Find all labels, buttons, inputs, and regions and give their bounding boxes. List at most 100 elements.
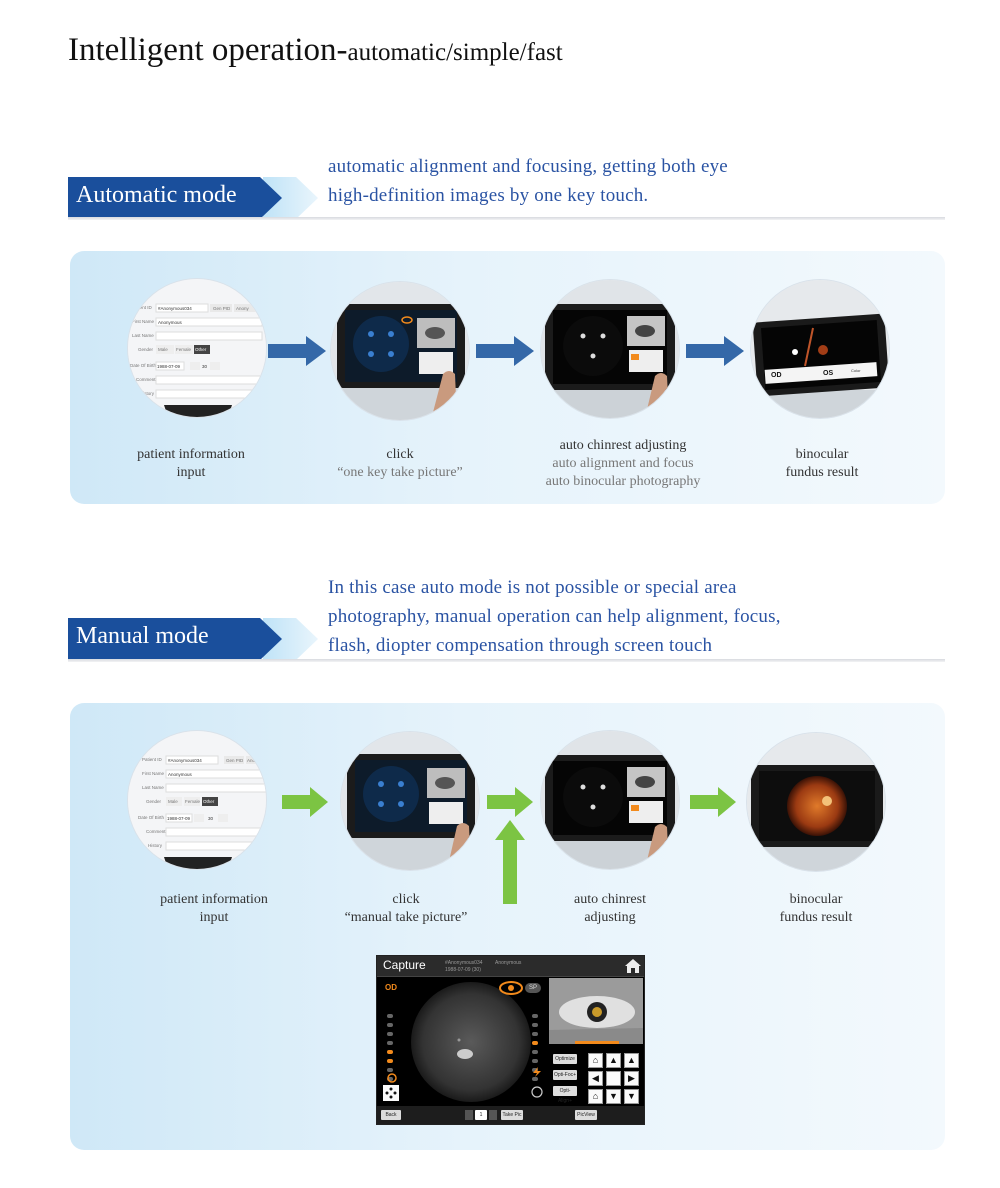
form-value: 1988-07-09: [167, 816, 191, 821]
page-prev-button[interactable]: [465, 1110, 473, 1120]
caption-line: click: [386, 447, 414, 462]
form-label: First Name: [132, 319, 154, 324]
auto-adjust-photo: [541, 731, 679, 869]
home-icon[interactable]: [625, 958, 641, 974]
form-value: #Anonymous034: [158, 306, 192, 311]
manual-mode-description: In this case auto mode is not possible o…: [328, 573, 781, 660]
down-arrow-button[interactable]: ▼: [606, 1089, 621, 1104]
pic-view-button[interactable]: PicView: [575, 1110, 597, 1120]
anony-button[interactable]: Anony: [247, 758, 261, 763]
automatic-mode-banner: Automatic mode: [68, 177, 318, 219]
patient-form-photo: Patient ID #Anonymous034 Gen PID Anony F…: [128, 731, 266, 869]
color-label: Color: [851, 368, 861, 373]
desc-line: In this case auto mode is not possible o…: [328, 577, 737, 598]
down-arrow-button[interactable]: ▼: [624, 1089, 639, 1104]
arrow-right-icon: [268, 336, 326, 366]
arrow-right-icon: [476, 336, 534, 366]
form-label: Last Name: [132, 333, 154, 338]
gender-female[interactable]: Female: [176, 347, 192, 352]
gender-other[interactable]: Other: [195, 347, 207, 352]
down-home-button[interactable]: ⌂: [588, 1089, 603, 1104]
manual-step-caption: auto chinrest adjusting: [545, 891, 675, 927]
title-sub: automatic/simple/fast: [347, 39, 563, 66]
back-button[interactable]: Back: [381, 1110, 401, 1120]
binocular-result-photo: OD OS Color: [751, 280, 889, 418]
manual-mode-banner: Manual mode: [68, 618, 318, 660]
gender-other[interactable]: Other: [203, 799, 215, 804]
banner-shape: [68, 618, 318, 660]
caption-line: patient information: [137, 447, 245, 462]
eye-icon[interactable]: [498, 980, 524, 996]
gender-male[interactable]: Male: [168, 799, 178, 804]
os-label: OS: [823, 370, 833, 377]
form-value: 30: [208, 816, 214, 821]
form-label: Gender: [138, 347, 154, 352]
caption-line: binocular: [795, 447, 849, 462]
manual-step-caption: click “manual take picture”: [326, 891, 486, 927]
divider: [68, 217, 945, 220]
right-slider[interactable]: [532, 1014, 541, 1086]
left-slider[interactable]: [387, 1014, 396, 1086]
gender-female[interactable]: Female: [185, 799, 201, 804]
arrow-right-icon: [282, 787, 328, 817]
form-value: 30: [202, 364, 208, 369]
gender-male[interactable]: Male: [158, 347, 168, 352]
manual-step-caption: patient information input: [144, 891, 284, 927]
form-label: First Name: [142, 771, 164, 776]
auto-step-caption: auto chinrest adjusting auto alignment a…: [528, 437, 718, 491]
anony-button[interactable]: Anony: [236, 306, 250, 311]
opti-focus-button[interactable]: Opti-Foc+: [553, 1070, 577, 1080]
gen-pid-button[interactable]: Gen PID: [226, 758, 244, 763]
lightbulb-icon[interactable]: [385, 1071, 399, 1085]
form-label: Patient ID: [142, 757, 163, 762]
capture-footer: Back 1 Take Pic PicView: [377, 1106, 644, 1124]
title-main: Intelligent operation-: [68, 32, 348, 68]
page-title: Intelligent operation-automatic/simple/f…: [68, 32, 563, 69]
flash-icon[interactable]: [532, 1067, 542, 1077]
desc-line: high-definition images by one key touch.: [328, 185, 649, 206]
auto-step-caption: click “one key take picture”: [320, 446, 480, 482]
form-label: Last Name: [142, 785, 164, 790]
capture-header: Capture #Anonymous034 Anonymous 1988-07-…: [377, 956, 644, 977]
od-label: OD: [771, 372, 782, 379]
caption-line: auto chinrest adjusting: [559, 438, 687, 453]
caption-line: fundus result: [785, 465, 859, 480]
capture-title: Capture: [383, 958, 426, 972]
form-value: 1988-07-09: [157, 364, 181, 369]
form-label: History: [140, 391, 155, 396]
left-arrow-button[interactable]: ◀: [588, 1071, 603, 1086]
form-value: Anonymous: [168, 772, 193, 777]
fundus-view[interactable]: [407, 978, 535, 1106]
auto-step-caption: patient information input: [121, 446, 261, 482]
caption-line: auto binocular photography: [545, 474, 701, 489]
form-label: Gender: [146, 799, 162, 804]
banner-shape: [68, 177, 318, 219]
take-picture-button[interactable]: Take Pic: [501, 1110, 523, 1120]
caption-line: input: [176, 465, 206, 480]
tablet-click-photo: [341, 732, 479, 870]
optimize-button[interactable]: Optimize: [553, 1054, 577, 1064]
dots-grid-icon[interactable]: [383, 1085, 399, 1101]
caption-line: input: [199, 910, 229, 925]
caption-line: fundus result: [779, 910, 853, 925]
tablet-click-photo: [331, 282, 469, 420]
iris-camera-view: [549, 978, 643, 1044]
caption-line: adjusting: [584, 910, 636, 925]
timer-icon[interactable]: [530, 1084, 544, 1098]
up-arrow-button[interactable]: ▲: [624, 1053, 639, 1068]
caption-line: “one key take picture”: [337, 465, 463, 480]
caption-line: auto alignment and focus: [552, 456, 694, 471]
home-position-button[interactable]: ⌂: [588, 1053, 603, 1068]
page-number: 1: [475, 1110, 487, 1120]
manual-mode-label: Manual mode: [76, 623, 209, 649]
manual-step-caption: binocular fundus result: [746, 891, 886, 927]
right-arrow-button[interactable]: ▶: [624, 1071, 639, 1086]
gen-pid-button[interactable]: Gen PID: [213, 306, 231, 311]
up-arrow-button[interactable]: ▲: [606, 1053, 621, 1068]
center-button[interactable]: [606, 1071, 621, 1086]
capture-screen: Capture #Anonymous034 Anonymous 1988-07-…: [376, 955, 645, 1125]
sp-button[interactable]: SP: [525, 983, 541, 993]
page-next-button[interactable]: [489, 1110, 497, 1120]
opti-align-button[interactable]: Opti-Align+: [553, 1086, 577, 1104]
desc-line: automatic alignment and focusing, gettin…: [328, 156, 728, 177]
